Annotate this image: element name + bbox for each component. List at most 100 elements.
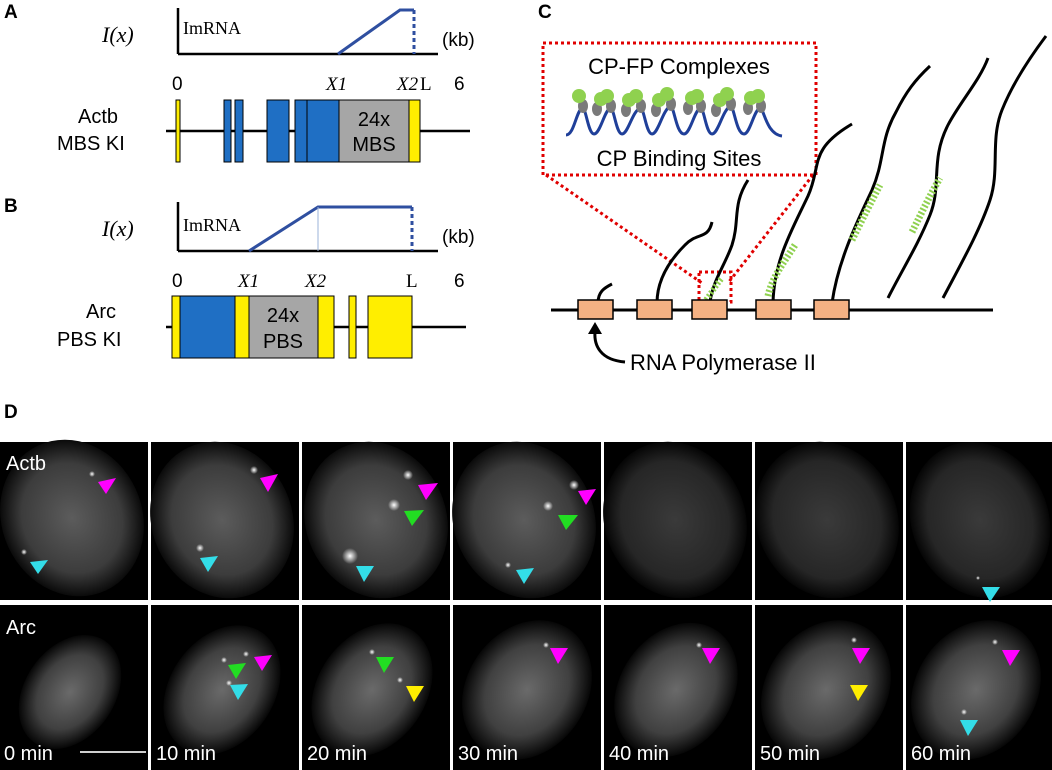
panel-b-linker xyxy=(234,295,250,359)
panel-a-repeat xyxy=(338,99,410,163)
panel-a-utr-5 xyxy=(175,99,181,163)
panel-a-L: L xyxy=(420,74,432,95)
polymerase-label: RNA Polymerase II xyxy=(630,350,816,375)
panel-a-unit: (kb) xyxy=(442,30,475,51)
panel-a-intensity-label: I(x) xyxy=(101,22,134,47)
panel-a-exon xyxy=(294,99,308,163)
panel-b: B I(x) ImRNA (kb) 0 X1 X2 L 6 Arc PBS KI… xyxy=(4,196,475,359)
nucleus xyxy=(304,441,448,599)
panel-a-exon xyxy=(306,99,340,163)
row-label-actb: Actb xyxy=(6,453,46,475)
green-arrow-icon xyxy=(404,510,424,526)
transcript xyxy=(655,221,714,304)
fp-labels xyxy=(848,183,884,242)
nucleus xyxy=(452,441,596,599)
panel-b-repeat-line1: 24x xyxy=(267,305,299,327)
nucleus xyxy=(755,441,899,599)
arrow-markers xyxy=(30,474,1020,736)
transcript xyxy=(941,35,1048,299)
nucleus xyxy=(909,442,1051,598)
rna-pol-ii xyxy=(636,299,673,320)
panel-b-x1: X1 xyxy=(237,271,259,292)
panel-b-axis-end: 6 xyxy=(454,271,465,292)
panel-b-gene-line2: PBS KI xyxy=(57,329,121,351)
panel-a-axis-end: 6 xyxy=(454,74,465,95)
rna-pol-ii xyxy=(813,299,850,320)
panel-a-repeat-line2: MBS xyxy=(352,134,395,156)
panel-c: C CP-FP Complexes CP Binding Sites xyxy=(538,2,1048,375)
callout-box xyxy=(541,41,818,177)
transcript xyxy=(830,64,932,304)
panel-a-plateau-label: ImRNA xyxy=(183,18,241,38)
panel-a-exon xyxy=(234,99,244,163)
panel-c-letter: C xyxy=(538,2,552,23)
magenta-arrow-icon xyxy=(852,648,870,664)
magenta-arrow-icon xyxy=(550,648,568,664)
time-label: 60 min xyxy=(911,743,971,765)
row-label-arc: Arc xyxy=(6,617,36,639)
green-arrow-icon xyxy=(228,663,246,679)
nucleus xyxy=(150,441,294,599)
nucleus xyxy=(163,625,281,755)
green-arrow-icon xyxy=(376,657,394,673)
magenta-arrow-icon xyxy=(702,648,720,664)
cyan-arrow-icon xyxy=(356,566,374,582)
time-label: 10 min xyxy=(156,743,216,765)
time-label: 20 min xyxy=(307,743,367,765)
panel-d: D xyxy=(0,402,1052,770)
panel-a-gene-line2: MBS KI xyxy=(57,133,125,155)
cp-fp-complexes xyxy=(572,87,766,117)
transcription-sites xyxy=(21,466,998,715)
nucleus xyxy=(603,441,747,599)
panel-b-exon xyxy=(179,295,236,359)
transcript xyxy=(886,57,990,299)
panel-b-letter: B xyxy=(4,196,18,217)
arrow-head-icon xyxy=(588,322,602,334)
panel-b-intensity-label: I(x) xyxy=(101,216,134,241)
cyan-arrow-icon xyxy=(516,568,534,584)
panel-a: A I(x) ImRNA (kb) 0 X1 X2 L 6 Actb MBS K… xyxy=(4,2,475,163)
time-label: 40 min xyxy=(609,743,669,765)
cyan-arrow-icon xyxy=(960,720,978,736)
rna-pol-ii xyxy=(755,299,792,320)
magenta-arrow-icon xyxy=(98,478,116,494)
nucleus xyxy=(18,635,122,749)
magenta-arrow-icon xyxy=(578,489,596,505)
panel-b-plateau-label: ImRNA xyxy=(183,215,241,235)
rna-pol-ii xyxy=(691,299,728,320)
complex-label: CP-FP Complexes xyxy=(588,54,770,79)
panel-b-x2: X2 xyxy=(304,271,327,292)
time-label: 30 min xyxy=(458,743,518,765)
magenta-arrow-icon xyxy=(1002,650,1020,666)
time-label: 50 min xyxy=(760,743,820,765)
panel-a-gene-line1: Actb xyxy=(78,106,118,128)
time-label: 0 min xyxy=(4,743,53,765)
panel-b-intensity-curve xyxy=(248,205,412,253)
panel-b-utr xyxy=(348,295,357,359)
panel-a-axis-start: 0 xyxy=(172,74,183,95)
panel-b-utr-5 xyxy=(171,295,181,359)
panel-a-intensity-curve xyxy=(337,8,414,56)
yellow-arrow-icon xyxy=(406,686,424,702)
panel-b-utr xyxy=(317,295,335,359)
panel-a-exon xyxy=(266,99,290,163)
cyan-arrow-icon xyxy=(200,556,218,572)
panel-b-repeat xyxy=(248,295,319,359)
cyan-arrow-icon xyxy=(982,587,1000,602)
panel-d-letter: D xyxy=(4,402,18,423)
panel-b-L: L xyxy=(406,271,418,292)
zoom-line-left xyxy=(545,173,703,285)
panel-a-letter: A xyxy=(4,2,18,23)
rna-pol-ii xyxy=(577,299,614,320)
panel-b-axis-start: 0 xyxy=(172,271,183,292)
cyan-arrow-icon xyxy=(230,684,248,700)
panel-b-repeat-line2: PBS xyxy=(263,331,303,353)
panel-b-unit: (kb) xyxy=(442,227,475,248)
panel-a-repeat-line1: 24x xyxy=(358,109,390,131)
magenta-arrow-icon xyxy=(254,655,272,671)
transcript xyxy=(708,179,750,304)
yellow-arrow-icon xyxy=(850,685,868,701)
polymerase-arrow xyxy=(593,331,626,364)
panel-a-x1: X1 xyxy=(325,74,347,95)
